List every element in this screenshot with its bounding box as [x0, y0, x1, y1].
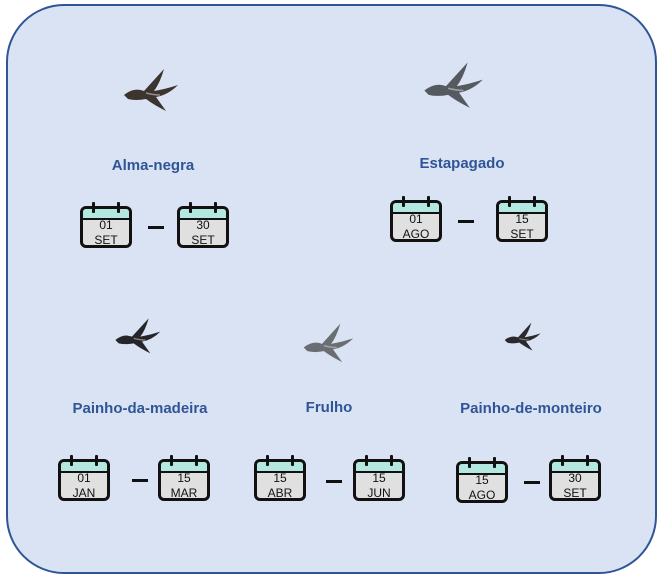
calendar-ring	[92, 202, 95, 213]
calendar-month: JAN	[72, 486, 96, 500]
start-date-calendar-icon: 15 AGO	[456, 457, 508, 503]
start-date-calendar-icon: 01 SET	[80, 202, 132, 248]
end-date-calendar-icon: 15 MAR	[158, 455, 210, 501]
end-date-calendar-icon: 15 SET	[496, 196, 548, 242]
range-dash	[132, 479, 148, 482]
bird-icon	[124, 69, 178, 111]
calendar-month: SET	[563, 486, 587, 500]
calendar-ring	[117, 202, 120, 213]
calendar-ring	[586, 455, 589, 466]
calendar-ring	[266, 455, 269, 466]
end-date-calendar-icon: 30 SET	[177, 202, 229, 248]
calendar-day: 01	[77, 471, 91, 485]
calendar-day: 30	[568, 471, 582, 485]
calendar-day: 15	[273, 471, 287, 485]
calendar-day: 01	[409, 212, 423, 226]
end-date-calendar-icon: 15 JUN	[353, 455, 405, 501]
calendar-ring	[402, 196, 405, 207]
calendar-ring	[365, 455, 368, 466]
range-dash	[148, 226, 164, 229]
calendar-ring	[427, 196, 430, 207]
calendar-day: 30	[196, 218, 210, 232]
calendar-ring	[561, 455, 564, 466]
calendar-day: 15	[372, 471, 386, 485]
bird-icon	[424, 62, 483, 108]
range-dash	[524, 481, 540, 484]
calendar-ring	[493, 457, 496, 468]
calendar-ring	[95, 455, 98, 466]
calendar-ring	[390, 455, 393, 466]
calendar-ring	[533, 196, 536, 207]
calendar-ring	[291, 455, 294, 466]
calendar-month: MAR	[170, 486, 198, 500]
calendar-ring	[70, 455, 73, 466]
start-date-calendar-icon: 01 AGO	[390, 196, 442, 242]
calendar-ring	[170, 455, 173, 466]
calendar-month: SET	[510, 227, 534, 241]
range-dash	[458, 220, 474, 223]
calendar-day: 15	[177, 471, 191, 485]
range-dash	[326, 480, 342, 483]
calendar-month: SET	[191, 233, 215, 247]
calendar-month: JUN	[367, 486, 391, 500]
calendar-day: 15	[515, 212, 529, 226]
species-name: Painho-de-monteiro	[460, 400, 602, 417]
start-date-calendar-icon: 15 ABR	[254, 455, 306, 501]
info-panel	[6, 4, 657, 574]
bird-icon	[303, 323, 354, 363]
species-name: Estapagado	[419, 155, 505, 172]
species-name: Alma-negra	[111, 157, 195, 174]
species-name: Painho-da-madeira	[72, 400, 208, 417]
calendar-ring	[214, 202, 217, 213]
calendar-day: 15	[475, 473, 489, 487]
bird-icon	[115, 318, 161, 354]
calendar-day: 01	[99, 218, 113, 232]
start-date-calendar-icon: 01 JAN	[58, 455, 110, 501]
calendar-month: AGO	[402, 227, 430, 241]
calendar-ring	[195, 455, 198, 466]
end-date-calendar-icon: 30 SET	[549, 455, 601, 501]
calendar-ring	[189, 202, 192, 213]
calendar-ring	[468, 457, 471, 468]
calendar-month: SET	[94, 233, 118, 247]
species-name: Frulho	[305, 399, 353, 416]
calendar-ring	[508, 196, 511, 207]
bird-icon	[504, 322, 541, 351]
calendar-month: AGO	[468, 488, 496, 502]
calendar-month: ABR	[267, 486, 293, 500]
